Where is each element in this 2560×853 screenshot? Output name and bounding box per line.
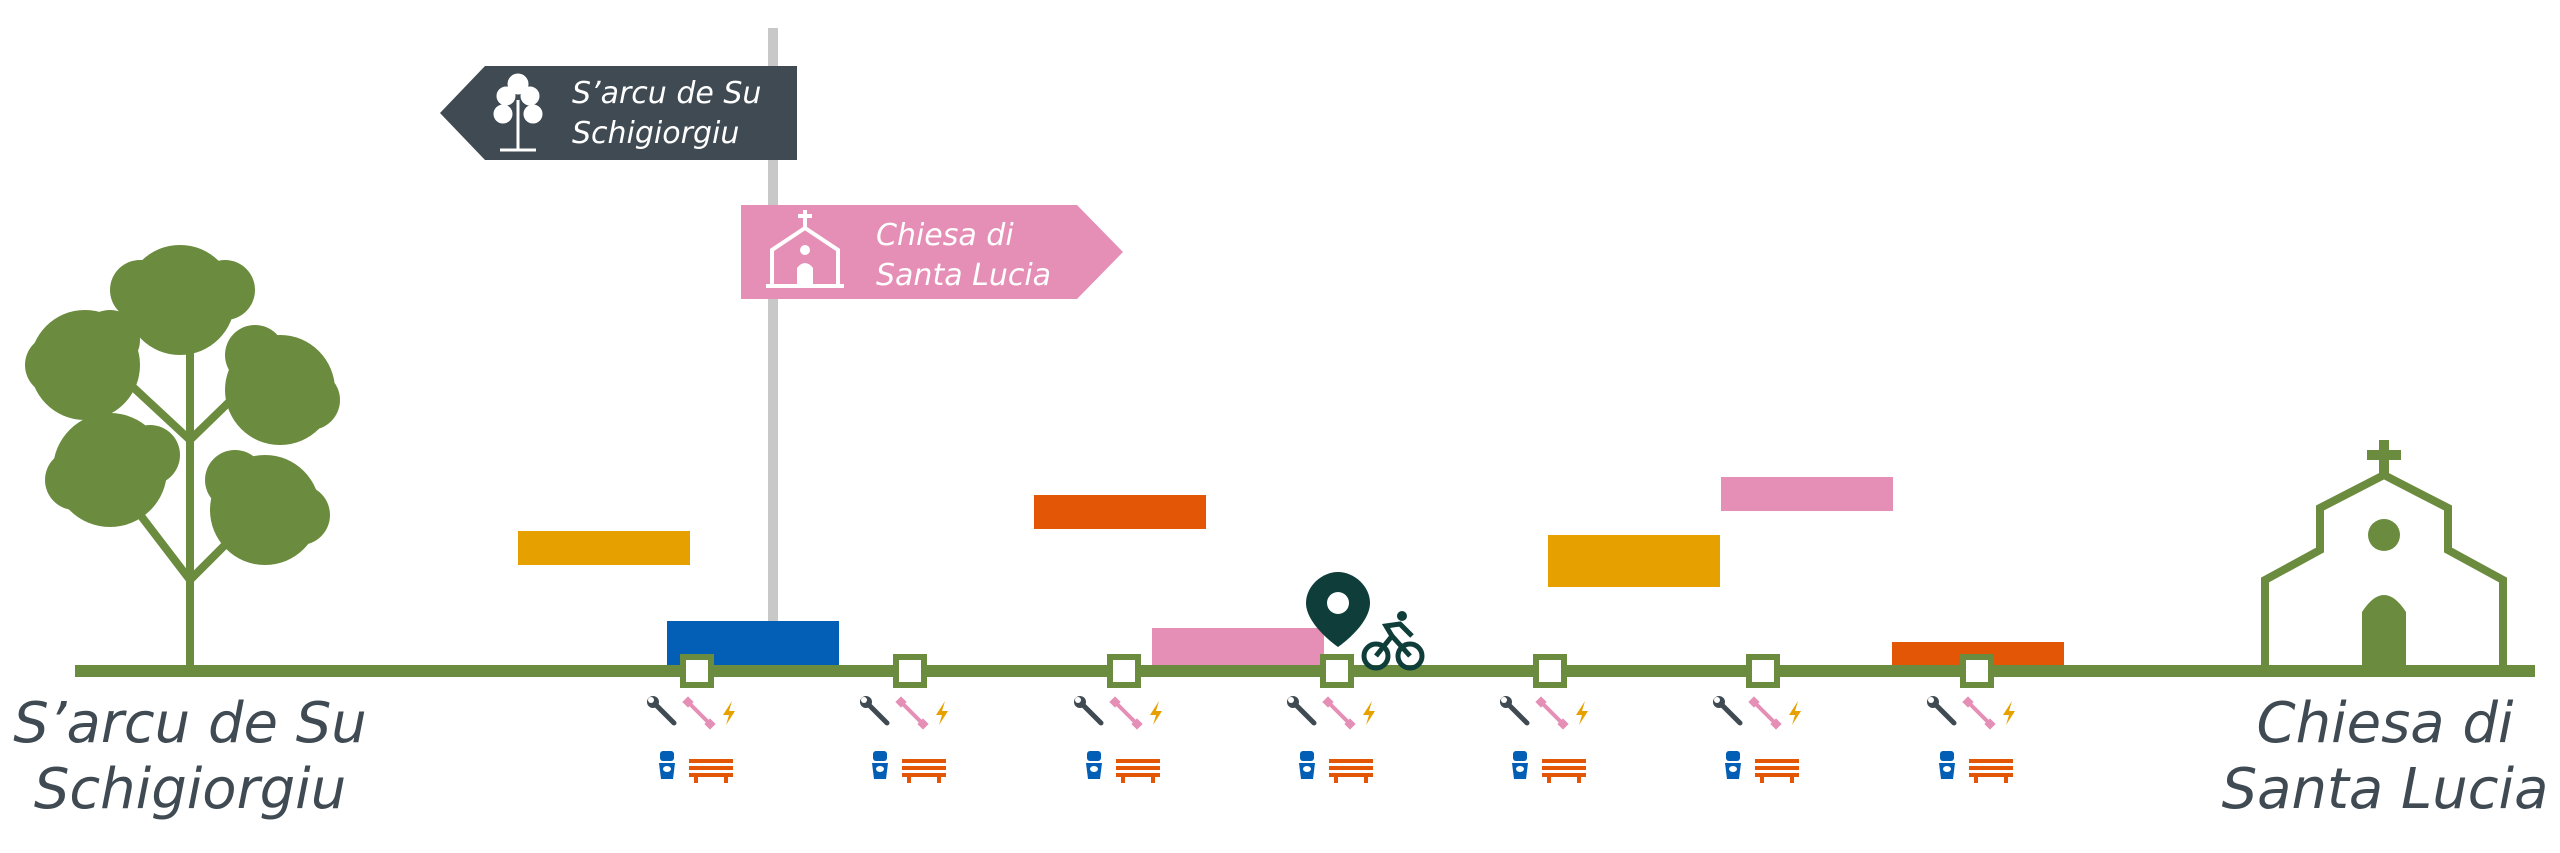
start-label-line1: S’arcu de Su [13,691,367,756]
dumbbell-icon [682,696,716,730]
lightning-icon [1576,701,1588,725]
dumbbell-icon [1962,696,1996,730]
dumbbell-icon [1109,696,1143,730]
tree-icon [493,73,543,152]
sign-forward-line1: Chiesa di [876,218,1014,253]
lightning-icon [936,701,948,725]
start-label-line2: Schigiorgiu [34,757,346,822]
sign-back: S’arcu de Su Schigiorgiu [440,66,797,160]
stop-marker [1107,654,1141,688]
end-label-line1: Chiesa di [2256,691,2513,756]
signpost-pole [768,28,778,668]
wrench-icon [647,696,677,726]
bench-icon [1755,759,1799,783]
bench-icon [1329,759,1373,783]
toilet-icon [872,751,888,779]
segment-pink [1152,628,1324,668]
current-position [1306,572,1425,671]
lightning-icon [1363,701,1375,725]
lightning-icon [1789,701,1801,725]
segments [518,477,2064,670]
lightning-icon [1150,701,1162,725]
route-stop [647,654,735,783]
segment-orange [1034,495,1206,529]
route-stop [1713,654,1801,783]
dumbbell-icon [895,696,929,730]
location-pin-icon [1306,572,1370,647]
sign-forward: Chiesa di Santa Lucia [741,205,1123,299]
dumbbell-icon [1535,696,1569,730]
bench-icon [1542,759,1586,783]
church-icon [2261,440,2507,668]
stop-marker [1533,654,1567,688]
sign-back-line2: Schigiorgiu [572,116,739,151]
wrench-icon [1287,696,1317,726]
segment-yellow [1548,535,1720,587]
wrench-icon [1074,696,1104,726]
toilet-icon [1299,751,1315,779]
stop-marker [893,654,927,688]
toilet-icon [1725,751,1741,779]
segment-yellow [518,531,690,565]
sign-back-line1: S’arcu de Su [572,76,761,111]
stop-marker [1320,654,1354,688]
end-label-line2: Santa Lucia [2222,757,2549,822]
bench-icon [1116,759,1160,783]
route-stop [1500,654,1588,783]
lightning-icon [723,701,735,725]
toilet-icon [1939,751,1955,779]
stop-marker [1960,654,1994,688]
lightning-icon [2003,701,2015,725]
route-stop [1287,654,1375,783]
route-line [75,665,2535,677]
toilet-icon [1512,751,1528,779]
wrench-icon [1713,696,1743,726]
route-stop [1927,654,2015,783]
segment-pink [1721,477,1893,511]
wrench-icon [860,696,890,726]
bench-icon [902,759,946,783]
route-stop [1074,654,1162,783]
dumbbell-icon [1748,696,1782,730]
cyclist-icon [1361,611,1425,671]
toilet-icon [659,751,675,779]
stop-marker [680,654,714,688]
stop-marker [1746,654,1780,688]
stops [647,654,2015,783]
church-icon [766,210,844,288]
sign-forward-line2: Santa Lucia [876,258,1051,293]
route-stop [860,654,948,783]
wrench-icon [1500,696,1530,726]
bench-icon [1969,759,2013,783]
tree-icon [25,245,340,668]
bench-icon [689,759,733,783]
toilet-icon [1086,751,1102,779]
dumbbell-icon [1322,696,1356,730]
wrench-icon [1927,696,1957,726]
